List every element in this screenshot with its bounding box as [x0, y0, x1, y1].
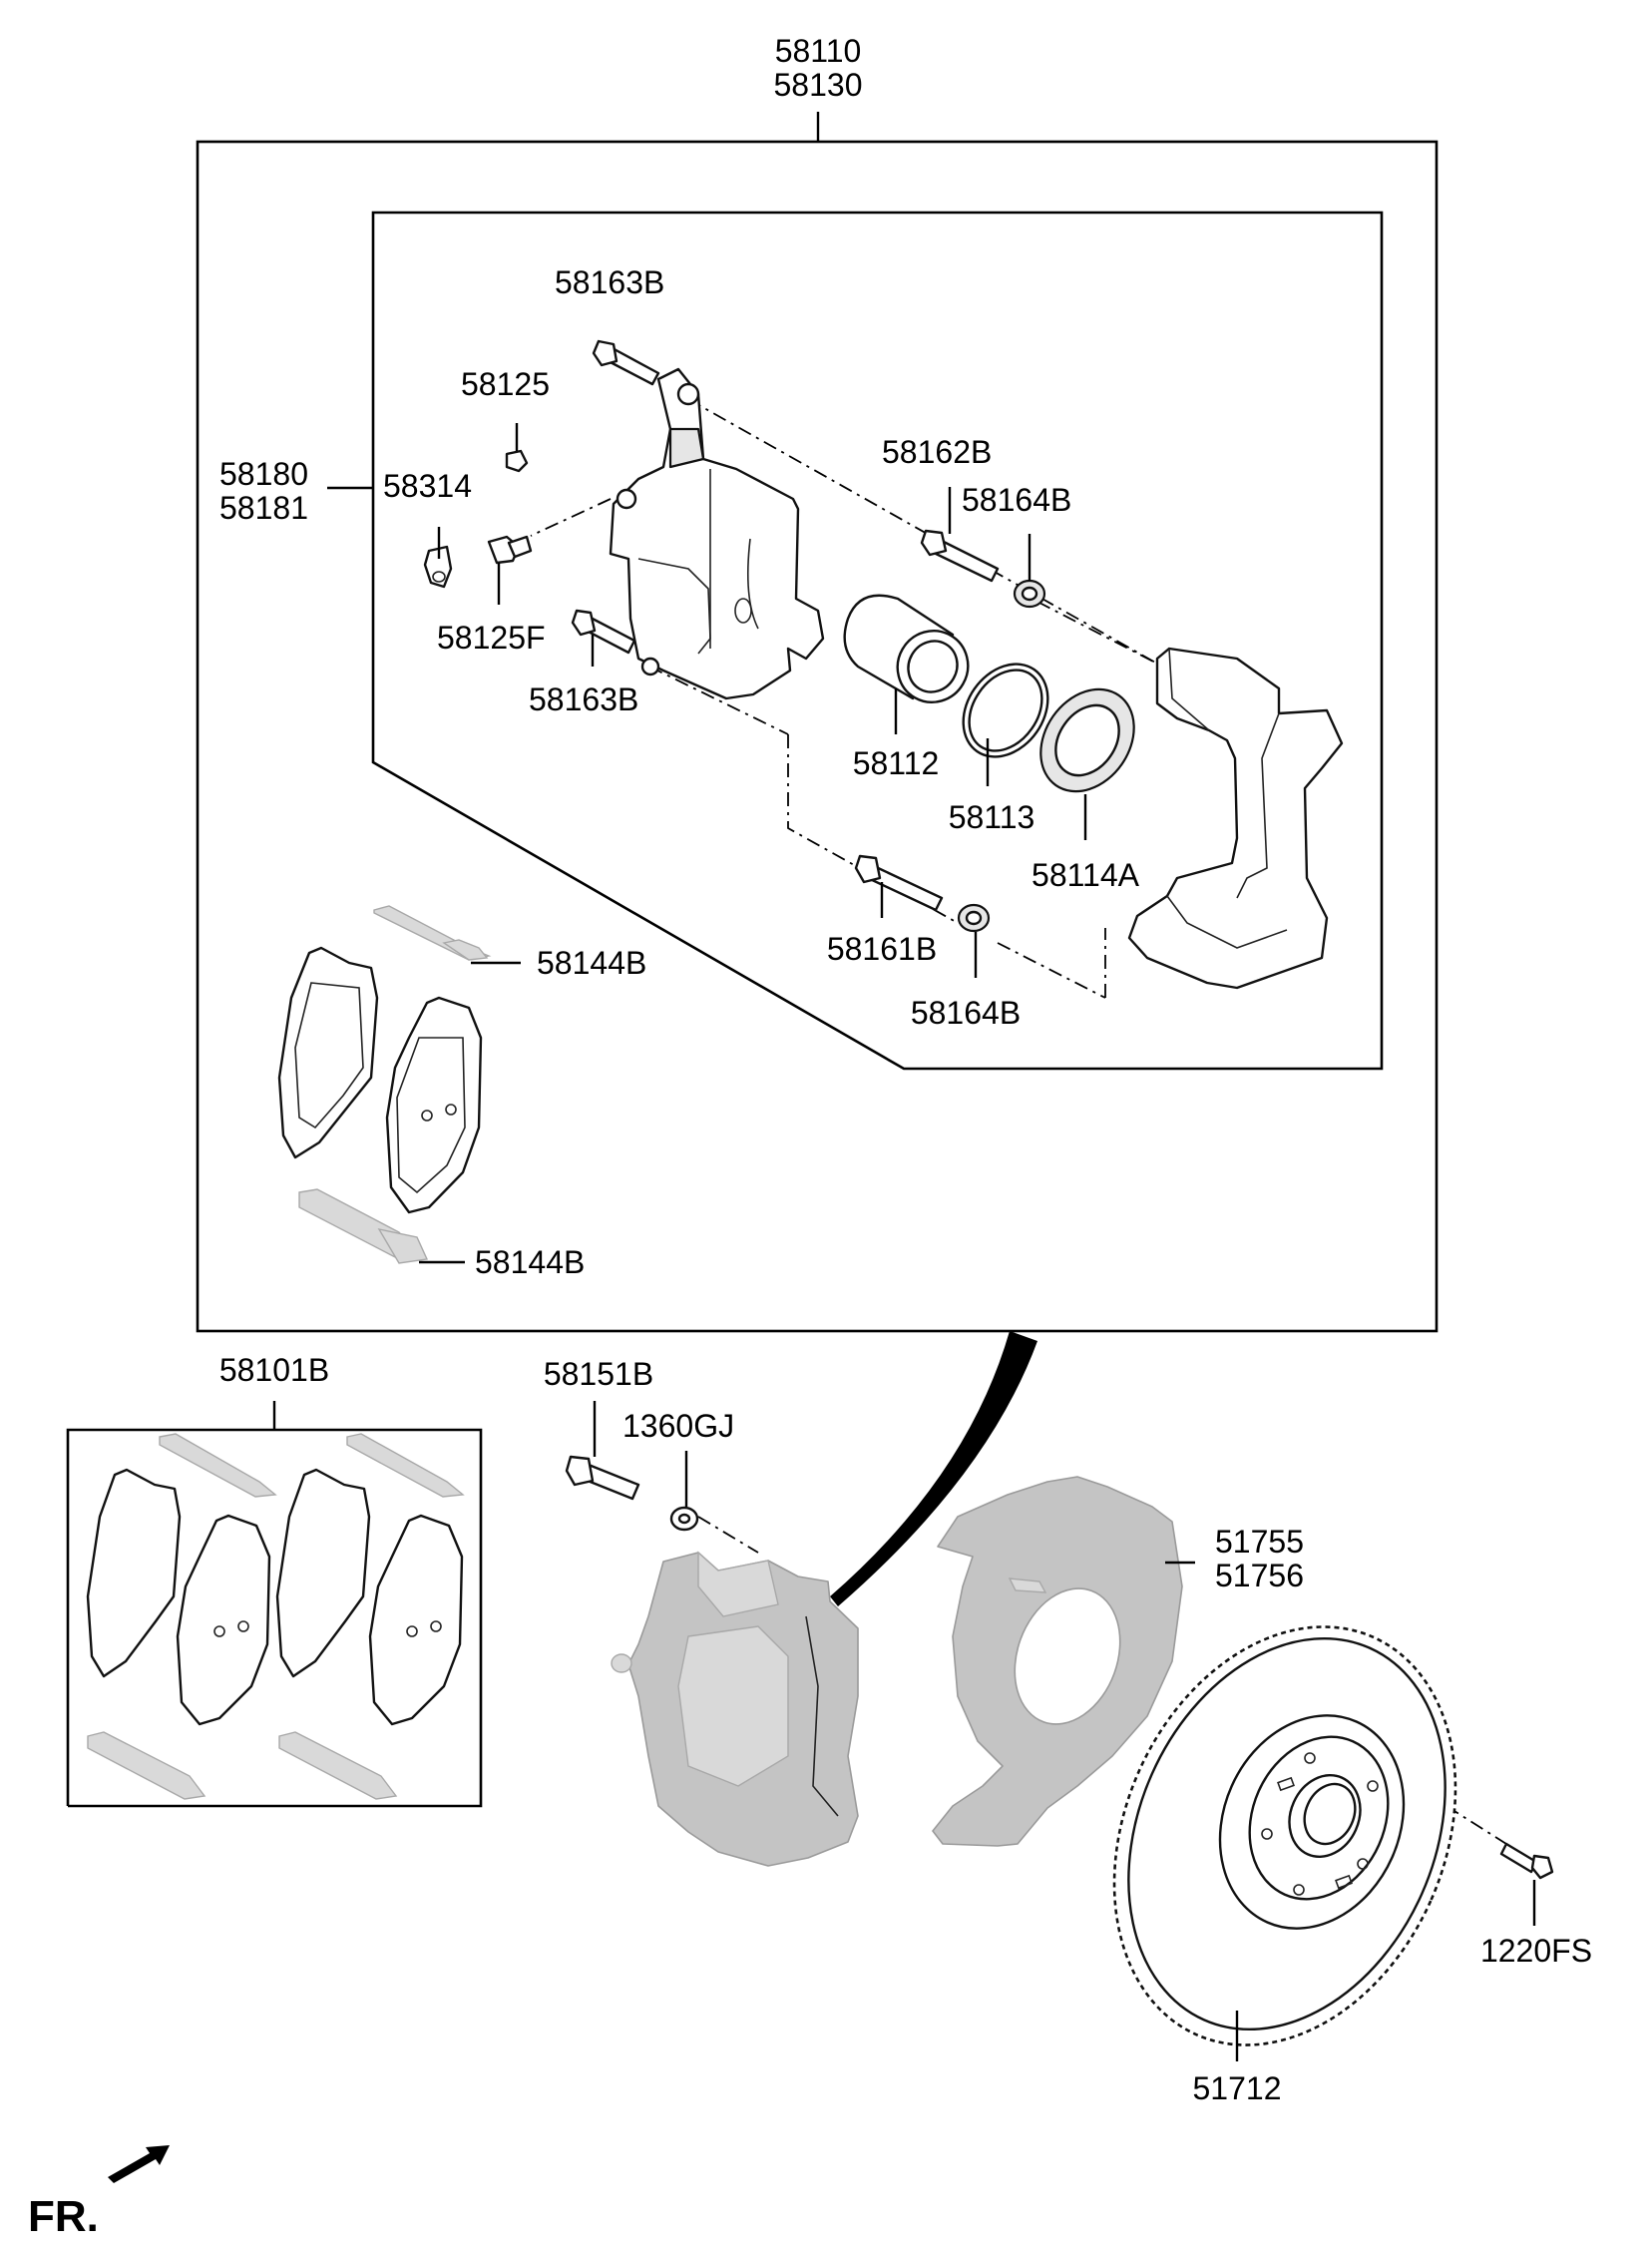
label-58114A: 58114A	[1032, 857, 1140, 893]
callout-wedge	[830, 1331, 1037, 1606]
label-58144B-upper: 58144B	[537, 945, 646, 981]
label-58164B-upper: 58164B	[962, 482, 1071, 518]
carrier-bracket-drawing	[1127, 647, 1344, 990]
label-51712: 51712	[1193, 2070, 1282, 2106]
mount-bolt-58151B-drawing	[565, 1455, 640, 1501]
air-bleeder-cap-58314-drawing	[423, 545, 453, 589]
front-indicator-label: FR.	[28, 2192, 99, 2241]
guide-pin-58162B-drawing	[920, 529, 1000, 583]
bleeder-cap-58125-drawing	[505, 449, 529, 473]
label-58130: 58130	[774, 67, 863, 103]
label-58314: 58314	[383, 468, 472, 504]
label-58113: 58113	[949, 799, 1035, 835]
shim-58144B-upper-drawing	[373, 905, 492, 961]
label-58164B-lower: 58164B	[911, 995, 1021, 1031]
caliper-body-drawing	[609, 367, 825, 700]
label-58112: 58112	[853, 745, 940, 781]
label-51755: 51755	[1215, 1524, 1304, 1560]
piston-boot-58114A-drawing	[1039, 687, 1135, 793]
label-58125F: 58125F	[437, 620, 546, 656]
piston-seal-58113-drawing	[962, 663, 1049, 758]
front-arrow-icon	[108, 2145, 170, 2183]
disc-screw-1220FS-drawing	[1499, 1842, 1554, 1880]
piston-58112-drawing	[843, 594, 970, 703]
label-58163B-lower: 58163B	[529, 681, 638, 717]
pad-inner-drawing	[385, 996, 483, 1214]
boot-58164B-lower-drawing	[957, 903, 991, 933]
bolt-58163B-top-drawing	[592, 339, 660, 386]
caliper-inner-box	[371, 211, 1384, 1071]
assembly-outer-box	[196, 112, 1439, 1333]
label-1360GJ: 1360GJ	[622, 1408, 734, 1444]
washer-1360GJ-drawing	[669, 1506, 699, 1532]
boot-58164B-upper-drawing	[1013, 579, 1046, 609]
label-58163B-top: 58163B	[555, 264, 664, 300]
assembled-caliper-drawing	[611, 1551, 859, 1867]
shim-58144B-lower-drawing	[298, 1188, 429, 1264]
pad-kit-box	[66, 1401, 483, 1808]
guide-pin-58161B-drawing	[854, 854, 944, 912]
label-51756: 51756	[1215, 1558, 1304, 1593]
label-58101B: 58101B	[219, 1352, 329, 1388]
label-58144B-lower: 58144B	[475, 1244, 585, 1280]
brake-disc-51712-drawing	[1112, 1625, 1457, 2046]
label-58161B: 58161B	[827, 931, 937, 967]
label-58162B: 58162B	[882, 434, 992, 470]
bleeder-screw-58125F-drawing	[487, 535, 533, 565]
label-58180: 58180	[219, 456, 308, 492]
label-58181: 58181	[219, 490, 308, 526]
dust-cover-51755-drawing	[932, 1476, 1183, 1847]
label-1220FS: 1220FS	[1480, 1933, 1592, 1969]
assembly-dashed-lines	[530, 398, 1507, 1845]
label-58110: 58110	[775, 33, 862, 69]
pad-kit-drawing	[86, 1433, 465, 1800]
label-58125: 58125	[461, 366, 550, 402]
pad-outer-drawing	[277, 946, 379, 1159]
label-58151B: 58151B	[544, 1356, 653, 1392]
bolt-58163B-lower-drawing	[571, 609, 636, 655]
leader-lines	[327, 423, 1536, 2061]
